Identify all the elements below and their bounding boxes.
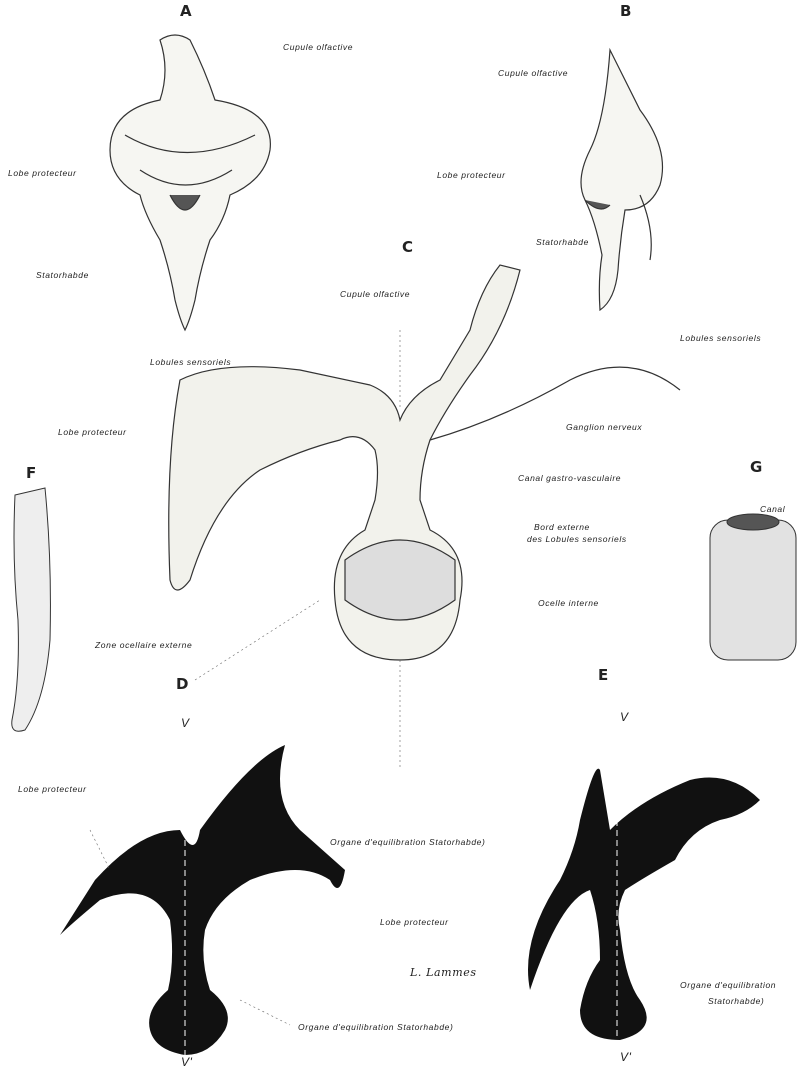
label-c-bord-2: des Lobules sensoriels [527, 534, 627, 544]
label-c-lobe: Lobe protecteur [58, 427, 127, 437]
label-c-ganglion: Ganglion nerveux [566, 422, 642, 432]
label-b-lobules: Lobules sensoriels [680, 333, 761, 343]
label-a-lobe: Lobe protecteur [8, 168, 77, 178]
label-a-lobules: Lobules sensoriels [150, 357, 231, 367]
label-d-organe: Organe d'equilibration Statorhabde) [298, 1022, 453, 1032]
label-b-statorhabde: Statorhabde [536, 237, 589, 247]
figure-g-drawing [710, 514, 796, 660]
figure-e-drawing [528, 760, 760, 1060]
figure-letter-e: E [598, 666, 608, 684]
figure-letter-f: F [26, 464, 36, 482]
label-e-organe-1: Organe d'equilibration [680, 980, 776, 990]
figure-letter-d: D [176, 675, 188, 693]
label-g-canal: Canal [760, 504, 785, 514]
label-e-lobe: Lobe protecteur [380, 917, 449, 927]
figure-b-drawing [581, 50, 663, 310]
label-c-organe: Organe d'equilibration Statorhabde) [330, 837, 485, 847]
figure-a-drawing [110, 35, 270, 330]
figure-c-drawing [169, 265, 680, 660]
label-a-statorhabde: Statorhabde [36, 270, 89, 280]
figure-letter-a: A [180, 2, 192, 20]
label-c-ocelle: Ocelle interne [538, 598, 599, 608]
label-d-v-bottom: V' [181, 1055, 193, 1069]
label-c-bord-1: Bord externe [534, 522, 590, 532]
artist-signature: L. Lammes [410, 966, 477, 979]
label-d-lobe: Lobe protecteur [18, 784, 87, 794]
label-d-v-top: V [181, 716, 190, 730]
figure-d-drawing [60, 720, 345, 1060]
label-a-cupule: Cupule olfactive [283, 42, 353, 52]
figure-letter-b: B [620, 2, 631, 20]
figure-letter-c: C [402, 238, 413, 256]
figure-f-drawing [12, 488, 51, 731]
label-e-organe-2: Statorhabde) [708, 996, 764, 1006]
figure-letter-g: G [750, 458, 762, 476]
label-e-v-bottom: V' [620, 1050, 632, 1064]
label-b-cupule: Cupule olfactive [498, 68, 568, 78]
label-b-lobe: Lobe protecteur [437, 170, 506, 180]
label-c-cupule: Cupule olfactive [340, 289, 410, 299]
label-c-zone: Zone ocellaire externe [95, 640, 192, 650]
label-e-v-top: V [620, 710, 629, 724]
label-c-canal: Canal gastro-vasculaire [518, 473, 621, 483]
